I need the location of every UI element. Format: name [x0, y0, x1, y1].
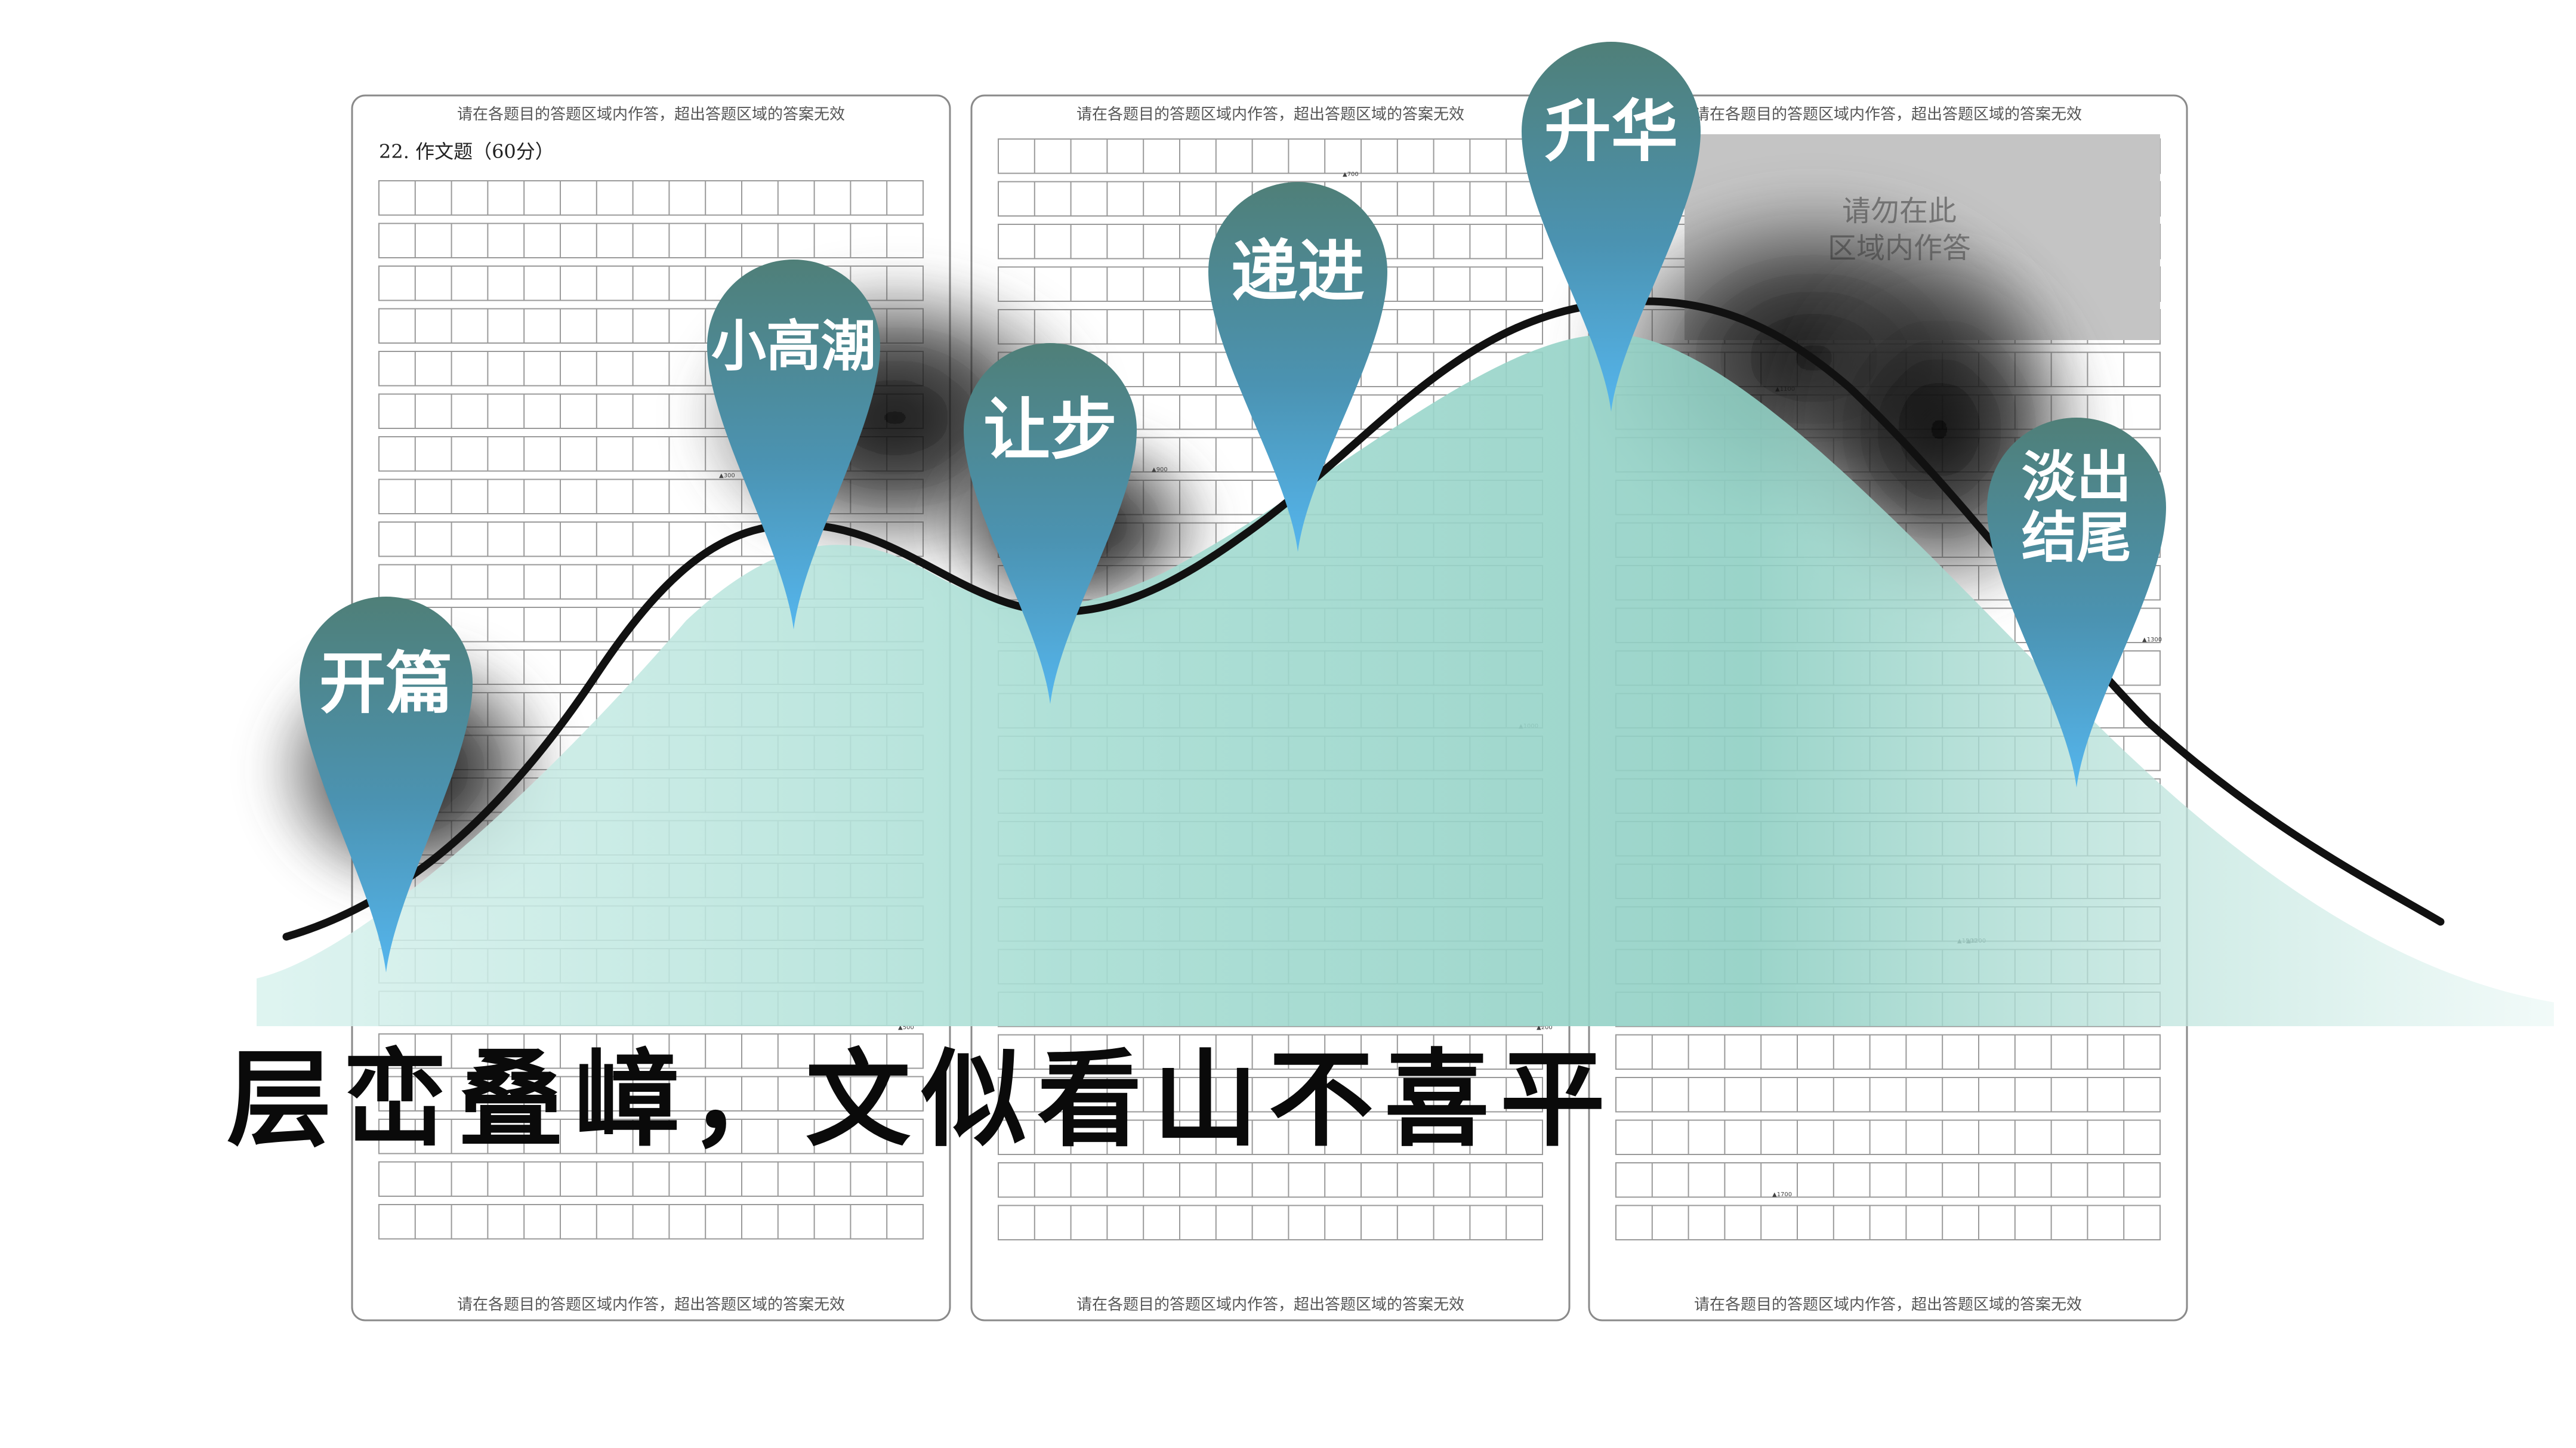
- pin-label: 淡出: [2022, 446, 2131, 510]
- pin-marker-3: 让步: [964, 343, 1137, 704]
- pin-shape: [964, 343, 1137, 704]
- word-count-mark: ▲1700: [1772, 1191, 1792, 1198]
- pin-shape: [1208, 182, 1387, 552]
- grid-row: [998, 1077, 1543, 1113]
- grid-row: [378, 1076, 924, 1112]
- grid-row: [378, 180, 924, 216]
- pin-marker-1: 开篇: [300, 597, 473, 972]
- main-title: 层峦叠嶂，文似看山不喜平: [227, 1039, 1616, 1161]
- word-count-mark: ▲200: [1537, 1024, 1553, 1031]
- grid-row: [378, 223, 924, 258]
- word-count-mark: ▲700: [1343, 171, 1359, 178]
- pin-marker-4: 递进: [1208, 182, 1387, 552]
- grid-row: [378, 1033, 924, 1069]
- sheet-notice-bottom: 请在各题目的答题区域内作答，超出答题区域的答案无效: [457, 1296, 845, 1314]
- grid-row: [998, 1205, 1543, 1240]
- word-count-mark: ▲1300: [2142, 637, 2162, 643]
- pin-shape: [1987, 418, 2166, 788]
- pin-label: 小高潮: [711, 314, 876, 378]
- sheet-notice-top: 请在各题目的答题区域内作答，超出答题区域的答案无效: [457, 106, 845, 124]
- grid-row: [998, 1162, 1543, 1198]
- grid-row: [998, 1034, 1543, 1070]
- grid-row: [1615, 1205, 2161, 1240]
- pin-marker-2: 小高潮: [707, 260, 880, 629]
- sheet-notice-top: 请在各题目的答题区域内作答，超出答题区域的答案无效: [1694, 106, 2082, 124]
- grid-row: [378, 1204, 924, 1240]
- pin-shape: [1522, 42, 1701, 412]
- sheet-notice-bottom: 请在各题目的答题区域内作答，超出答题区域的答案无效: [1694, 1296, 2082, 1314]
- pin-label: 让步: [983, 391, 1117, 469]
- pin-label: 升华: [1544, 93, 1678, 171]
- pin-shape: [707, 260, 880, 629]
- mountain-area: [257, 334, 2554, 1026]
- grid-row: [1615, 1077, 2161, 1113]
- grid-row: [378, 1119, 924, 1154]
- word-count-mark: ▲500: [898, 1024, 914, 1031]
- pin-label: 递进: [1231, 233, 1365, 311]
- question-label: 22. 作文题（60分）: [379, 140, 554, 163]
- area-fill: [257, 334, 2554, 1026]
- grid-row: [998, 1119, 1543, 1155]
- pin-label: 结尾: [2022, 506, 2131, 570]
- grid-row: [1615, 1034, 2161, 1070]
- pin-label: 开篇: [319, 645, 453, 723]
- pin-marker-5: 升华: [1522, 42, 1701, 412]
- grid-row: [1615, 1162, 2161, 1198]
- sheet-notice-top: 请在各题目的答题区域内作答，超出答题区域的答案无效: [1076, 106, 1464, 124]
- grid-row: [1615, 1119, 2161, 1155]
- grid-row: [378, 1161, 924, 1197]
- pin-shape: [300, 597, 473, 972]
- sheet-notice-bottom: 请在各题目的答题区域内作答，超出答题区域的答案无效: [1076, 1296, 1464, 1314]
